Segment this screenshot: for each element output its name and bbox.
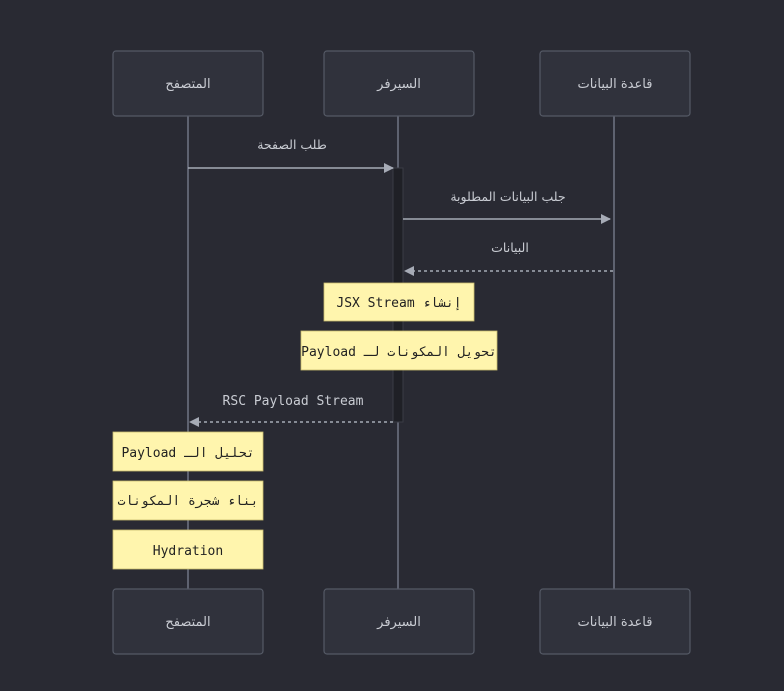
note-create-jsx: إنشاء JSX Stream — [323, 282, 475, 322]
note-convert-payload: تحويل المكونات لـ Payload — [300, 330, 498, 371]
message-label: طلب الصفحة — [257, 137, 327, 152]
participant-label: السيرفر — [376, 615, 421, 630]
note-label: تحويل المكونات لـ Payload — [301, 345, 497, 360]
message-data-return: البيانات — [404, 240, 613, 276]
message-label: جلب البيانات المطلوبة — [450, 189, 565, 205]
participant-database-bottom: قاعدة البيانات — [539, 588, 691, 655]
note-label: تحليل الـ Payload — [121, 446, 254, 461]
message-fetch-data: جلب البيانات المطلوبة — [403, 189, 611, 224]
note-build-tree: بناء شجرة المكونات — [112, 480, 264, 521]
participant-label: قاعدة البيانات — [578, 77, 653, 92]
participant-server-top: السيرفر — [323, 50, 475, 117]
message-label: RSC Payload Stream — [223, 394, 364, 409]
note-label: Hydration — [153, 544, 223, 559]
message-rsc-stream: RSC Payload Stream — [189, 394, 393, 427]
participant-server-bottom: السيرفر — [323, 588, 475, 655]
note-label: بناء شجرة المكونات — [118, 494, 259, 509]
participant-browser-top: المتصفح — [112, 50, 264, 117]
message-request-page: طلب الصفحة — [188, 137, 394, 173]
message-label: البيانات — [491, 240, 529, 255]
participant-label: المتصفح — [165, 615, 210, 630]
participant-label: المتصفح — [165, 77, 210, 92]
participant-database-top: قاعدة البيانات — [539, 50, 691, 117]
note-label: إنشاء JSX Stream — [336, 296, 461, 311]
participant-browser-bottom: المتصفح — [112, 588, 264, 655]
participant-label: قاعدة البيانات — [578, 615, 653, 630]
note-hydration: Hydration — [112, 529, 264, 570]
participant-label: السيرفر — [376, 77, 421, 92]
note-parse-payload: تحليل الـ Payload — [112, 431, 264, 472]
